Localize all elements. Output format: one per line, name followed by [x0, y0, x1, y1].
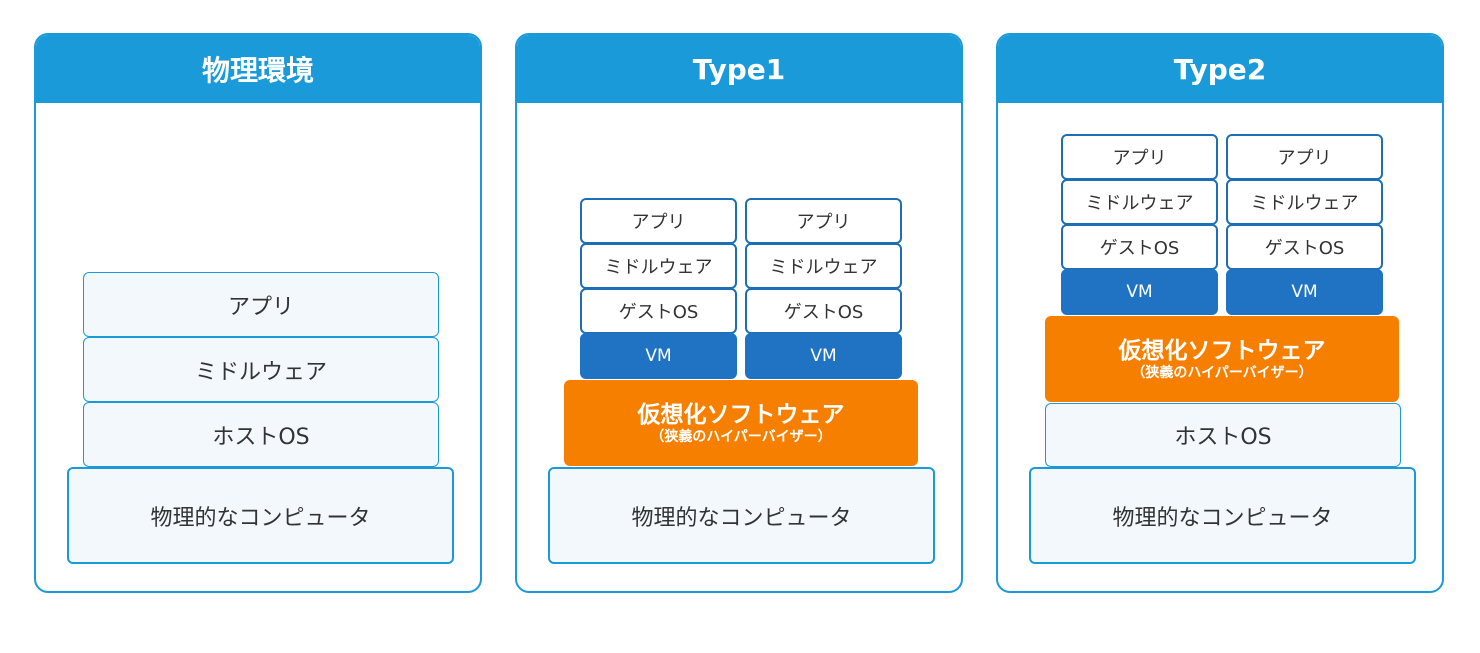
panel-physical: 物理環境 アプリ ミドルウェア ホストOS 物理的なコンピュータ: [34, 33, 482, 593]
panel-title: Type1: [517, 35, 961, 103]
hypervisor-box: 仮想化ソフトウェア （狭義のハイパーバイザー）: [1045, 316, 1399, 402]
vm2-middleware: ミドルウェア: [745, 243, 902, 289]
physical-computer-box: 物理的なコンピュータ: [548, 467, 935, 564]
hypervisor-subtitle: （狭義のハイパーバイザー）: [650, 428, 832, 445]
hypervisor-subtitle: （狭義のハイパーバイザー）: [1131, 364, 1313, 381]
vm2-app: アプリ: [1226, 134, 1383, 180]
hypervisor-title: 仮想化ソフトウェア: [1118, 337, 1326, 364]
vm2-label: VM: [745, 333, 902, 379]
layer-app: アプリ: [83, 272, 439, 337]
hypervisor-title: 仮想化ソフトウェア: [637, 401, 845, 428]
vm1-guest-os: ゲストOS: [1061, 224, 1218, 270]
vm1-label: VM: [1061, 269, 1218, 315]
vm1-middleware: ミドルウェア: [580, 243, 737, 289]
vm1-middleware: ミドルウェア: [1061, 179, 1218, 225]
vm1-label: VM: [580, 333, 737, 379]
panel-type1: Type1 アプリ ミドルウェア ゲストOS VM アプリ ミドルウェア ゲスト…: [515, 33, 963, 593]
panel-title: 物理環境: [36, 35, 480, 103]
layer-host-os: ホストOS: [1045, 403, 1401, 467]
hypervisor-box: 仮想化ソフトウェア （狭義のハイパーバイザー）: [564, 380, 918, 466]
panel-type2: Type2 アプリ ミドルウェア ゲストOS VM アプリ ミドルウェア ゲスト…: [996, 33, 1444, 593]
layer-host-os: ホストOS: [83, 402, 439, 467]
panel-title: Type2: [998, 35, 1442, 103]
layer-middleware: ミドルウェア: [83, 337, 439, 402]
vm2-middleware: ミドルウェア: [1226, 179, 1383, 225]
vm1-guest-os: ゲストOS: [580, 288, 737, 334]
vm2-guest-os: ゲストOS: [1226, 224, 1383, 270]
physical-computer-box: 物理的なコンピュータ: [1029, 467, 1416, 564]
vm2-guest-os: ゲストOS: [745, 288, 902, 334]
vm2-app: アプリ: [745, 198, 902, 244]
vm1-app: アプリ: [1061, 134, 1218, 180]
physical-computer-box: 物理的なコンピュータ: [67, 467, 454, 564]
vm1-app: アプリ: [580, 198, 737, 244]
vm2-label: VM: [1226, 269, 1383, 315]
